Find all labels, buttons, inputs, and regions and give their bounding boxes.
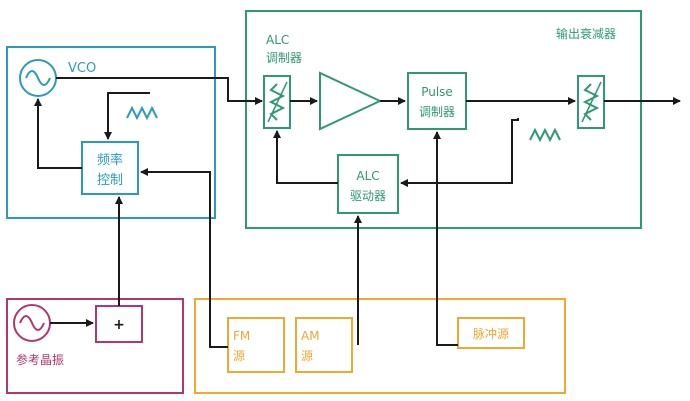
vco-label: VCO xyxy=(68,61,96,76)
reference-oscillator-icon xyxy=(13,304,51,342)
vco-group-frame xyxy=(6,46,216,219)
pulse-source-block xyxy=(457,317,525,349)
alc-driver-label-line2: 驱动器 xyxy=(350,189,386,203)
reference-group-frame xyxy=(6,298,184,394)
reference-label: 参考晶振 xyxy=(16,352,64,367)
freq-control-label-line1: 频率 xyxy=(97,152,123,168)
fm-source-label-line2: 源 xyxy=(233,349,245,363)
pulse-modulator-block xyxy=(407,72,467,130)
alc-modulator-label-line2: 调制器 xyxy=(266,51,302,65)
fm-source-block xyxy=(227,317,285,373)
vco-oscillator-icon xyxy=(19,59,57,97)
alc-modulator-attenuator-icon xyxy=(263,75,291,129)
fm-source-label-line1: FM xyxy=(233,329,250,343)
signal-connectors xyxy=(34,77,681,348)
amplifier-triangle-icon xyxy=(319,71,383,131)
am-source-label-line2: 源 xyxy=(301,349,313,363)
alc-driver-block xyxy=(337,154,399,214)
sources-group-frame xyxy=(194,298,566,394)
freq-control-label-line2: 控制 xyxy=(97,173,123,188)
connector-vco-to-alc-modulator xyxy=(56,77,263,105)
combiner-symbol: + xyxy=(113,317,125,333)
alc-modulator-label-line1: ALC xyxy=(266,33,289,47)
output-attenuator-title: 输出衰减器 xyxy=(556,26,616,41)
vco-noise-wave-icon xyxy=(126,105,158,121)
pulse-modulator-label-line1: Pulse xyxy=(421,85,453,99)
output-noise-wave-icon xyxy=(529,127,561,143)
pulse-source-label: 脉冲源 xyxy=(473,326,509,341)
connector-pulse-source-to-pulse-modulator xyxy=(433,131,458,346)
connector-vco-noise-to-freq-control xyxy=(104,92,150,140)
output-attenuator-icon xyxy=(577,75,605,129)
connector-alc-driver-to-alc-modulator xyxy=(273,130,338,184)
connector-freq-control-to-vco xyxy=(34,98,82,169)
connector-fm-source-to-freq-control xyxy=(140,168,228,348)
alc-driver-label-line1: ALC xyxy=(356,169,379,183)
output-attenuator-group-frame xyxy=(245,10,642,229)
pulse-modulator-label-line2: 调制器 xyxy=(419,105,455,119)
am-source-label-line1: AM xyxy=(301,329,320,343)
connector-detector-to-alc-driver xyxy=(400,118,519,187)
am-source-block xyxy=(295,317,353,373)
